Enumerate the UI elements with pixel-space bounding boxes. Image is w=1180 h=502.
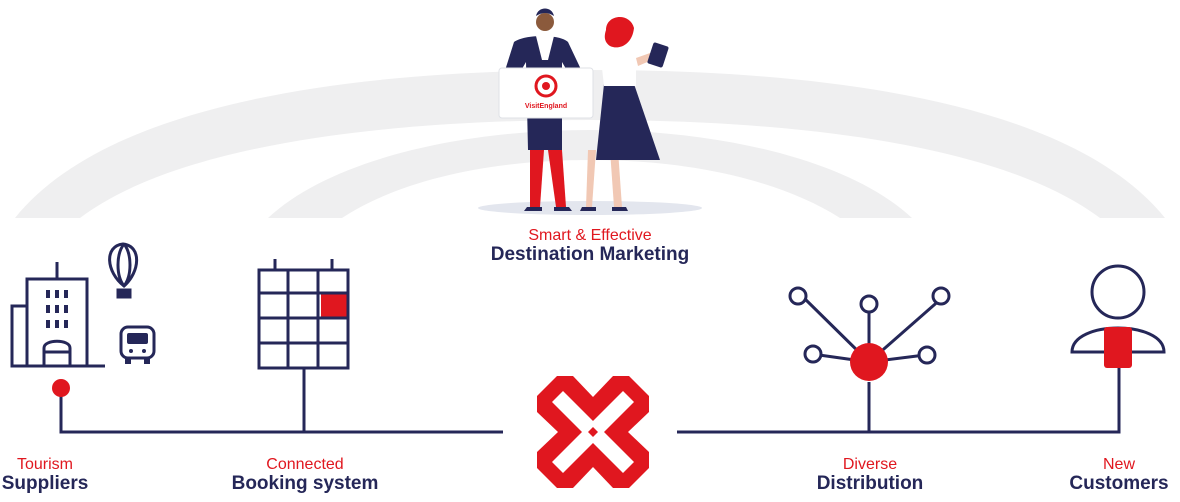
connector-lines [59, 368, 1121, 434]
node-label-bottom: Customers [1069, 472, 1169, 494]
calendar-grid-icon [257, 259, 350, 370]
rose-logo-icon [534, 74, 558, 98]
hot-air-balloon-icon [108, 242, 139, 299]
user-profile-icon [1070, 264, 1166, 368]
woman-figure [580, 16, 669, 211]
node-label-top: Diverse [842, 456, 898, 473]
node-label-tourism-suppliers: Tourism Suppliers [0, 456, 90, 494]
inner-arc [268, 130, 912, 218]
center-label-bottom: Destination Marketing [490, 243, 690, 265]
tourism-node-dot [52, 379, 70, 397]
node-label-bottom: Distribution [816, 472, 924, 494]
center-label: Smart & Effective Destination Marketing [470, 227, 710, 265]
node-label-bottom: Booking system [231, 472, 379, 494]
node-label-top: New [1102, 456, 1135, 473]
logo-text: VisitEngland [525, 103, 567, 110]
node-label-top: Connected [266, 456, 344, 473]
node-label-booking-system: Connected Booking system [220, 456, 390, 494]
visitengland-sign: VisitEngland [498, 67, 594, 119]
node-label-top: Tourism [16, 456, 73, 473]
node-label-bottom: Suppliers [1, 472, 89, 494]
people-illustration: VisitEngland [478, 8, 702, 215]
bus-icon [119, 325, 156, 364]
node-label-distribution: Diverse Distribution [805, 456, 935, 494]
expand-arrows-icon [537, 376, 649, 488]
outer-arc [15, 70, 1165, 218]
hotel-windows [46, 290, 68, 328]
node-label-customers: New Customers [1060, 456, 1178, 494]
network-hub-icon [788, 286, 951, 381]
hotel-building-icon [10, 262, 105, 368]
center-label-top: Smart & Effective [528, 227, 652, 244]
